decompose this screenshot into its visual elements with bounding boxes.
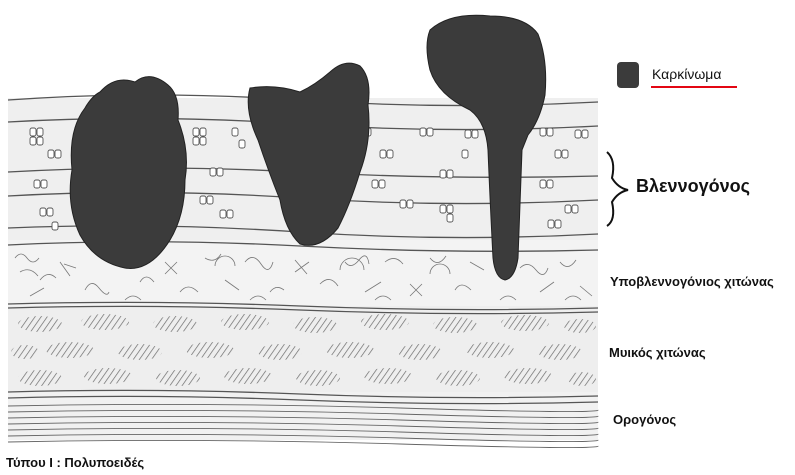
legend-underline [651,86,737,88]
submucosa-label: Υποβλεννογόνιος χιτώνας [610,274,774,289]
type-caption: Τύπου I : Πολυποειδές [6,455,144,470]
tumor-1 [70,77,186,269]
mucosa-label: Βλεννογόνος [636,176,750,197]
serosa-label: Ορογόνος [613,412,676,427]
mucosa-bracket [607,152,628,226]
muscularis-label: Μυικός χιτώνας [609,345,706,360]
carcinoma-legend-label: Καρκίνωμα [652,66,721,82]
serosa-band [8,392,598,440]
carcinoma-legend-swatch [617,62,639,88]
